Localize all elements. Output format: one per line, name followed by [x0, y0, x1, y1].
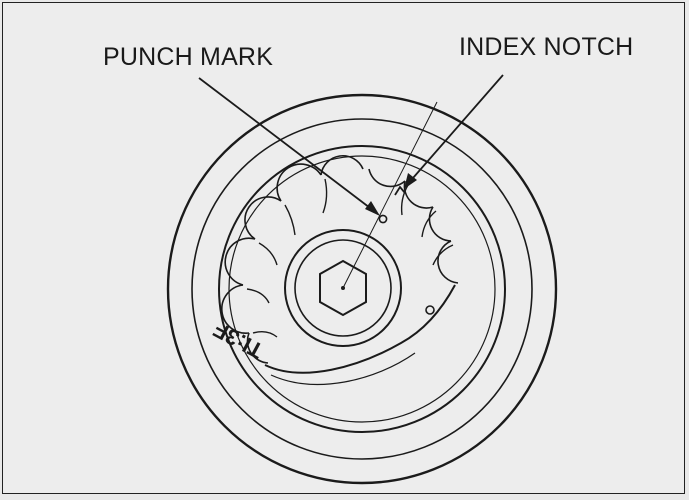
- tooth: [428, 206, 452, 242]
- tooth: [368, 168, 406, 188]
- index-notch: [394, 185, 406, 196]
- timing-face-contour: [264, 284, 456, 374]
- sprocket-teeth: [221, 155, 459, 364]
- index-notch-label: INDEX NOTCH: [459, 33, 634, 61]
- tooth-roots: [246, 178, 454, 338]
- diagram-frame: TI:3F PUNCH MARK INDEX NOTCH: [2, 2, 685, 494]
- tooth: [320, 155, 364, 176]
- hub-outer-ring: [284, 229, 402, 347]
- index-notch-leader: [405, 74, 504, 187]
- tooth: [276, 163, 322, 202]
- tooth: [437, 240, 459, 284]
- tooth: [246, 332, 269, 364]
- punch-mark: [378, 214, 388, 224]
- tooth: [221, 284, 250, 334]
- pulley-face-inner-edge: [228, 155, 496, 423]
- pulley-face-edge: [218, 145, 506, 433]
- outer-rim: [166, 93, 558, 485]
- index-notch-arrowhead: [404, 173, 417, 189]
- center-bolt-hex: [319, 259, 367, 317]
- alignment-reference-line: [342, 101, 438, 289]
- punch-mark-label: PUNCH MARK: [103, 43, 274, 71]
- pulley-marking: TI:3F: [209, 317, 267, 364]
- outer-rim-inner-edge: [191, 118, 533, 460]
- punch-mark-arrowhead: [365, 201, 380, 216]
- hub-inner-ring: [294, 239, 392, 337]
- timing-face-contour-2: [270, 352, 416, 385]
- tooth: [244, 196, 282, 240]
- punch-mark-leader: [198, 77, 379, 215]
- face-hole: [425, 305, 435, 315]
- tooth: [403, 180, 434, 209]
- tooth: [224, 237, 256, 286]
- pulley-illustration: TI:3F: [166, 74, 558, 485]
